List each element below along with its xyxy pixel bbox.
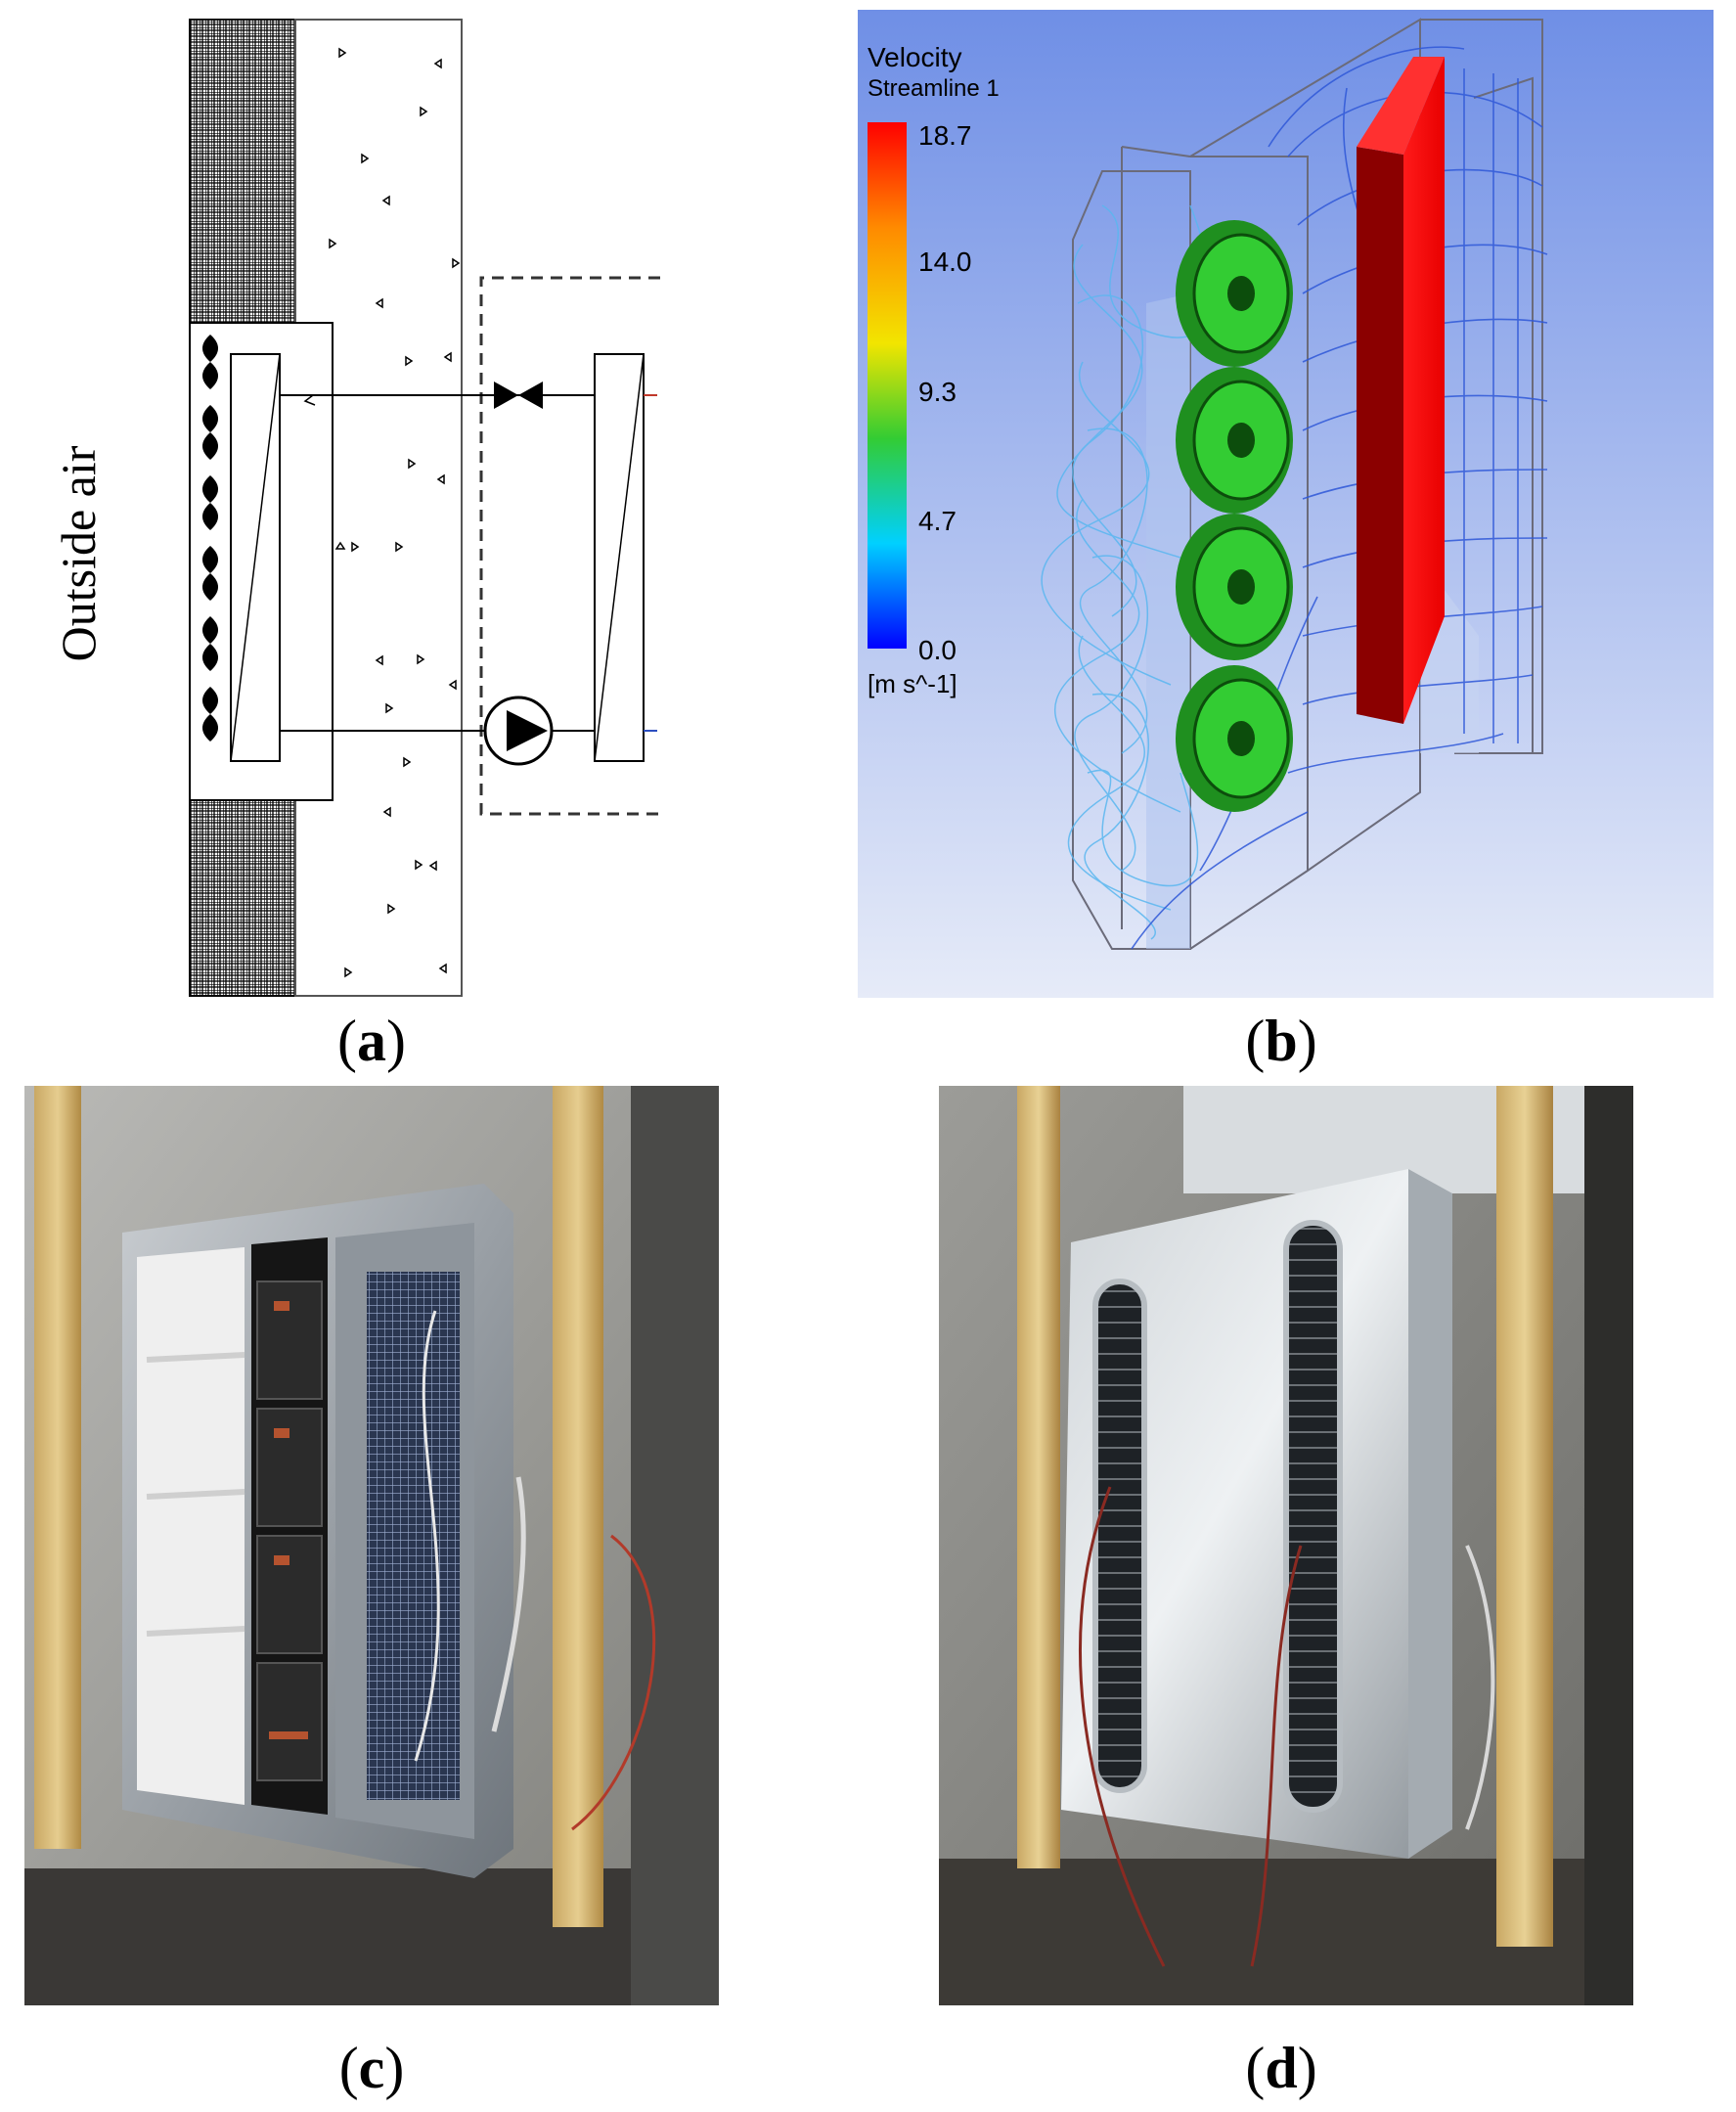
- caption-d: (d): [1245, 2036, 1317, 2100]
- cable-white: [491, 1476, 526, 1732]
- panel-d-photo-closed-unit: [939, 1086, 1633, 2005]
- concrete-aggregate-marks: [329, 47, 461, 978]
- shelves: [146, 1352, 245, 1637]
- legend-tick-3: 4.7: [918, 506, 957, 536]
- cable-red: [571, 1534, 656, 1831]
- insulation-layer-top: [189, 19, 296, 324]
- schematic-diagram: [189, 19, 660, 997]
- unit-cover: [1061, 1169, 1452, 1859]
- cable-red: [1079, 1486, 1166, 1967]
- insulation-layer-bottom: [189, 799, 296, 997]
- heat-exchanger-coil: [367, 1272, 460, 1800]
- fan-array: [1176, 220, 1293, 812]
- wood-batten-left: [1017, 1086, 1060, 1868]
- shelf-compartment: [137, 1247, 245, 1805]
- caption-a: (a): [337, 1009, 406, 1073]
- wood-batten-left: [34, 1086, 81, 1849]
- pump-icon: [483, 696, 554, 766]
- caption-b: (b): [1245, 1009, 1317, 1073]
- wood-batten-right: [1496, 1086, 1553, 1947]
- fan-4: [1176, 665, 1293, 812]
- legend-unit: [m s^-1]: [868, 669, 957, 698]
- streamlines-inlet: [1041, 204, 1213, 940]
- wood-batten-right: [553, 1086, 603, 1927]
- legend-subtitle: Streamline 1: [868, 75, 1000, 102]
- panel-c-photo-open-unit: [24, 1086, 719, 2005]
- fan-2: [1176, 367, 1293, 514]
- valve-icon: [494, 382, 543, 409]
- color-bar: [868, 122, 907, 649]
- legend-tick-4: 0.0: [918, 635, 957, 665]
- fan-icons: [202, 335, 218, 741]
- cable-white: [1465, 1545, 1495, 1830]
- legend-tick-1: 14.0: [918, 247, 972, 277]
- indoor-boundary: [479, 276, 660, 816]
- legend-tick-0: 18.7: [918, 120, 972, 151]
- copper-fittings: [269, 1301, 308, 1739]
- render-background: [858, 10, 1714, 998]
- outlet-slot: [1283, 1220, 1343, 1813]
- velocity-legend: Velocity Streamline 1 18.7 14.0 9.3 4.7 …: [868, 42, 1000, 698]
- legend-title: Velocity: [868, 42, 962, 72]
- ground-strip: [24, 1868, 719, 2005]
- panel-a-schematic: [176, 10, 685, 998]
- caption-c: (c): [338, 2036, 405, 2100]
- panel-b-cfd-render: Velocity Streamline 1 18.7 14.0 9.3 4.7 …: [858, 10, 1714, 998]
- fan-1: [1176, 220, 1293, 367]
- legend-tick-2: 9.3: [918, 377, 957, 407]
- heat-exchanger-block: [1357, 57, 1445, 724]
- inlet-slot: [1092, 1279, 1147, 1793]
- fan-3: [1176, 514, 1293, 660]
- wiring: [414, 1310, 440, 1762]
